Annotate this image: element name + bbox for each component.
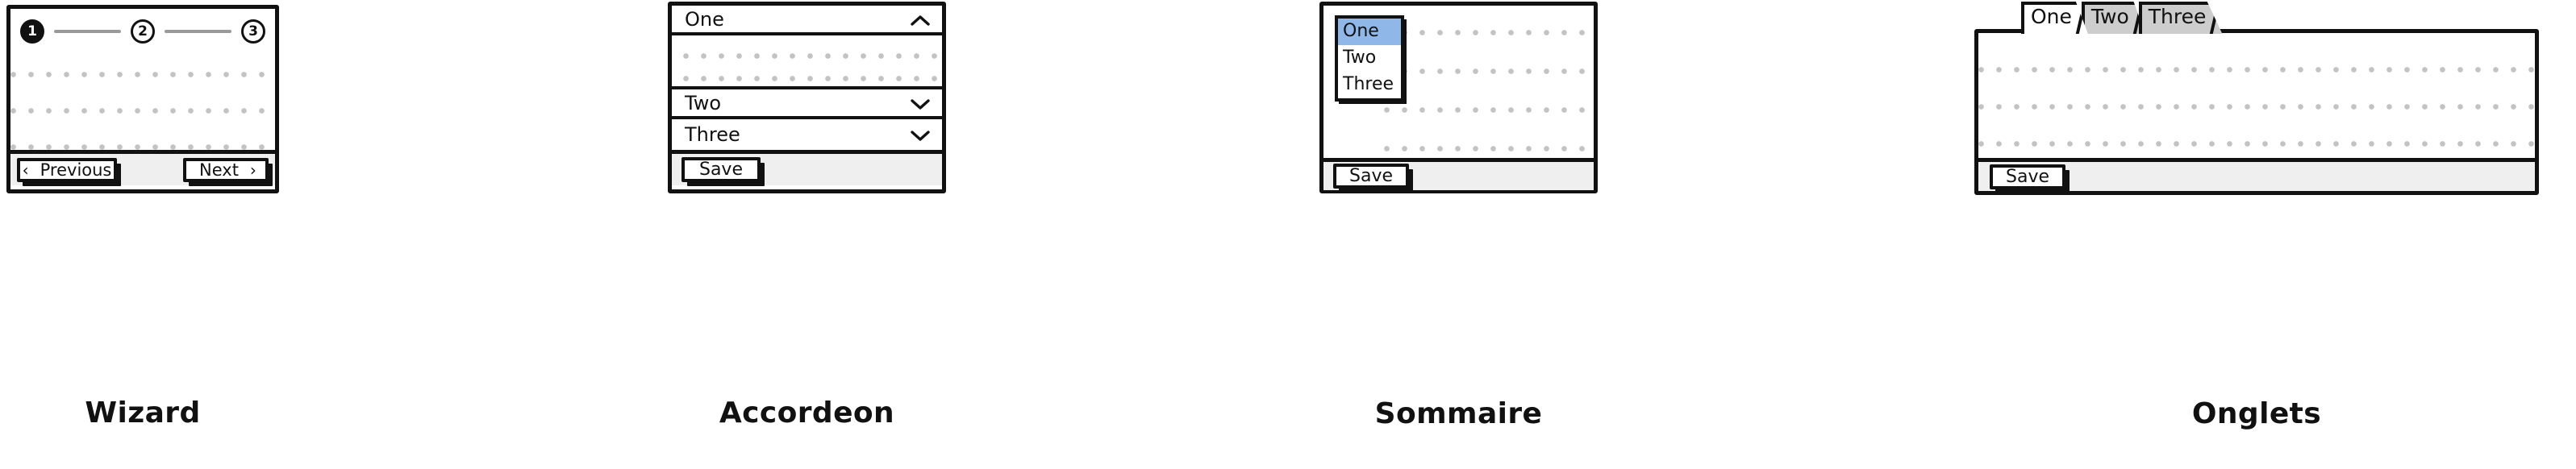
accordeon-section-label: Two [685, 91, 721, 114]
onglets-panel-wrapper: One Two Three Save [1974, 2, 2571, 195]
sommaire-panel: One Two Three Save [1319, 2, 1598, 193]
save-button[interactable]: Save [1333, 164, 1409, 189]
accordeon-section-label: One [685, 7, 724, 31]
accordeon-panel: One Two Three [668, 2, 946, 193]
next-button[interactable]: Next › [183, 157, 269, 182]
listbox-item-one[interactable]: One [1338, 19, 1401, 45]
placeholder-line [683, 53, 937, 59]
onglets-tabstrip: One Two Three [2021, 2, 2223, 34]
wizard-step-1-number: 1 [27, 23, 37, 39]
accordeon-caption: Accordeon [719, 396, 895, 430]
chevron-up-icon[interactable] [910, 10, 931, 29]
wizard-footer: ‹ Previous Next › [10, 150, 275, 185]
accordeon-section-header-three[interactable]: Three [672, 119, 942, 149]
placeholder-line [10, 144, 275, 150]
accordeon-section-label: Three [685, 122, 740, 146]
tab-one-label: One [2031, 5, 2072, 28]
save-button-label: Save [1349, 166, 1394, 186]
accordeon-section-header-two[interactable]: Two [672, 89, 942, 119]
onglets-footer: Save [1978, 158, 2535, 191]
wizard-step-indicator: 1 2 3 [10, 9, 275, 54]
chevron-down-icon[interactable] [910, 93, 931, 113]
tab-edge [2210, 2, 2221, 34]
placeholder-line [1978, 104, 2535, 110]
accordeon-section-content-one [672, 35, 942, 89]
tab-two[interactable]: Two [2081, 2, 2145, 34]
accordeon-body: One Two Three [672, 6, 942, 150]
onglets-panel: Save [1974, 29, 2539, 195]
sommaire-listbox[interactable]: One Two Three [1335, 15, 1404, 102]
save-button-label: Save [698, 160, 743, 180]
wizard-step-connector-2 [165, 30, 231, 33]
wizard-step-3[interactable]: 3 [241, 19, 265, 44]
placeholder-line [1384, 68, 1594, 74]
onglets-body [1978, 33, 2535, 158]
placeholder-line [1978, 141, 2535, 147]
wizard-step-2-number: 2 [138, 23, 148, 39]
accordeon-section-header-one[interactable]: One [672, 6, 942, 35]
accordeon-footer: Save [672, 150, 942, 185]
save-button[interactable]: Save [682, 157, 761, 182]
wizard-step-3-number: 3 [248, 23, 258, 39]
wizard-caption: Wizard [85, 396, 201, 430]
previous-button[interactable]: ‹ Previous [17, 157, 117, 182]
wizard-panel: 1 2 3 ‹ Previous Next › [6, 5, 279, 193]
placeholder-line [683, 76, 937, 81]
sommaire-body: One Two Three [1323, 6, 1594, 158]
tab-two-label: Two [2090, 5, 2129, 28]
placeholder-line [1384, 30, 1594, 35]
placeholder-line [10, 72, 275, 77]
wizard-step-1[interactable]: 1 [20, 19, 44, 44]
tab-three-label: Three [2148, 5, 2207, 28]
chevron-down-icon[interactable] [910, 125, 931, 144]
chevron-right-icon: › [249, 160, 256, 180]
previous-button-label: Previous [40, 160, 112, 180]
placeholder-line [1384, 107, 1594, 113]
save-button[interactable]: Save [1990, 164, 2065, 189]
wizard-step-connector-1 [54, 30, 121, 33]
wizard-body: 1 2 3 [10, 9, 275, 150]
sommaire-footer: Save [1323, 158, 1594, 190]
sommaire-caption: Sommaire [1374, 397, 1543, 430]
placeholder-line [10, 108, 275, 114]
tab-three[interactable]: Three [2138, 2, 2223, 34]
listbox-item-three[interactable]: Three [1338, 72, 1401, 98]
chevron-left-icon: ‹ [22, 160, 29, 180]
onglets-caption: Onglets [2191, 397, 2322, 430]
placeholder-line [1384, 146, 1594, 151]
listbox-item-two[interactable]: Two [1338, 45, 1401, 72]
save-button-label: Save [2006, 166, 2050, 187]
next-button-label: Next [199, 160, 239, 180]
tab-one[interactable]: One [2021, 2, 2088, 34]
placeholder-line [1978, 67, 2535, 73]
wizard-step-2[interactable]: 2 [131, 19, 155, 44]
